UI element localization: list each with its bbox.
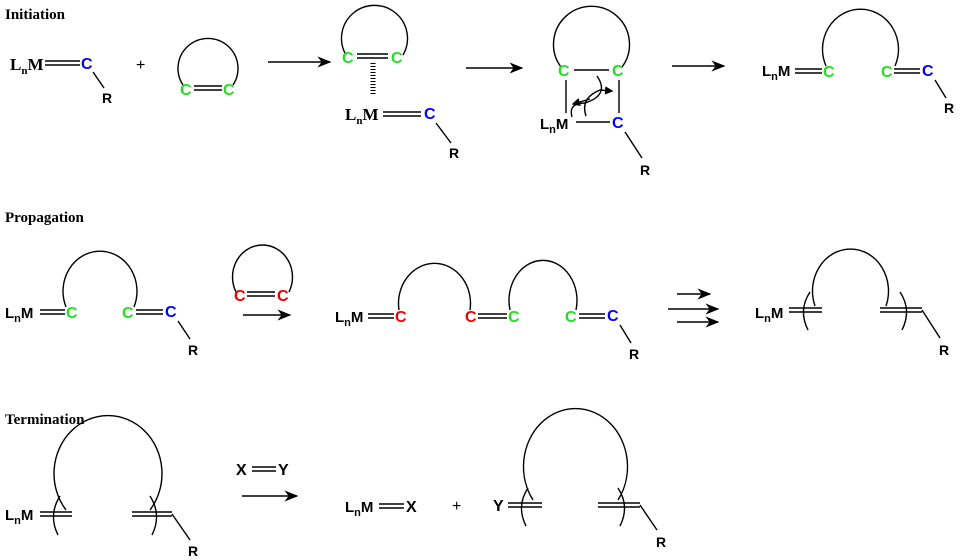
svg-text:C: C	[180, 82, 192, 99]
svg-text:C: C	[607, 308, 619, 325]
svg-text:X: X	[236, 462, 247, 479]
svg-text:LnM: LnM	[345, 499, 373, 519]
svg-text:C: C	[66, 305, 78, 322]
svg-text:R: R	[449, 145, 459, 161]
svg-text:R: R	[656, 534, 666, 550]
svg-text:LnM: LnM	[762, 63, 790, 83]
polymer-carbene: LnM R	[755, 248, 949, 358]
heading-termination: Termination	[5, 412, 85, 428]
svg-text:Y: Y	[493, 498, 504, 515]
svg-text:C: C	[881, 64, 893, 81]
svg-text:C: C	[81, 56, 93, 73]
svg-text:C: C	[465, 309, 477, 326]
bracket-right	[617, 487, 626, 527]
terminated-polymer: Y R	[493, 407, 666, 550]
svg-text:R: R	[629, 346, 639, 362]
svg-text:X: X	[406, 499, 417, 516]
dimer-carbene: LnM C C C C C R	[335, 259, 639, 362]
svg-text:C: C	[565, 309, 577, 326]
svg-text:C: C	[122, 305, 134, 322]
cyclic-olefin: C C	[177, 37, 239, 99]
polymer-carbene-termination: LnM R	[5, 414, 198, 559]
svg-text:C: C	[612, 63, 624, 80]
svg-text:LnM: LnM	[10, 55, 44, 77]
svg-text:C: C	[223, 82, 235, 99]
terminating-agent: X Y	[236, 462, 289, 479]
svg-text:R: R	[944, 100, 954, 116]
multiple-steps-arrows	[668, 288, 720, 328]
svg-text:C: C	[391, 50, 403, 67]
propagating-carbene: LnM C C C R	[5, 250, 198, 358]
svg-text:LnM: LnM	[755, 305, 783, 325]
svg-text:LnM: LnM	[5, 305, 33, 325]
pi-complex: C C LnM C R	[340, 4, 459, 161]
svg-text:C: C	[277, 288, 289, 305]
svg-text:C: C	[165, 304, 177, 321]
heading-propagation: Propagation	[5, 210, 85, 226]
plus-sign: +	[452, 498, 461, 515]
ring-opened-carbene: LnM C C C R	[762, 8, 954, 116]
svg-text:C: C	[424, 106, 436, 123]
svg-text:C: C	[823, 64, 835, 81]
svg-text:Y: Y	[278, 462, 289, 479]
svg-text:C: C	[395, 309, 407, 326]
svg-text:C: C	[508, 309, 520, 326]
monomer-red: C C	[231, 244, 294, 305]
bracket-right	[899, 291, 908, 331]
terminated-catalyst: LnM X	[345, 499, 417, 519]
svg-text:LnM: LnM	[540, 116, 568, 136]
bracket-left	[52, 495, 61, 536]
bracket-left	[802, 291, 811, 331]
plus-sign: +	[136, 57, 145, 74]
svg-text:R: R	[640, 162, 650, 178]
svg-text:R: R	[188, 342, 198, 358]
bracket-left	[520, 487, 529, 527]
svg-text:C: C	[558, 63, 570, 80]
bracket-right	[149, 495, 158, 536]
heading-initiation: Initiation	[5, 7, 66, 23]
svg-text:C: C	[612, 115, 624, 132]
svg-text:C: C	[922, 63, 934, 80]
svg-text:C: C	[234, 288, 246, 305]
svg-text:R: R	[102, 90, 112, 106]
svg-text:R: R	[939, 342, 949, 358]
metallacyclobutane: C C LnM C R	[540, 5, 650, 178]
svg-text:LnM: LnM	[345, 105, 379, 127]
curved-arrow-icon	[570, 75, 603, 118]
curved-arrow-icon	[583, 86, 614, 117]
svg-text:R: R	[188, 543, 198, 559]
svg-text:C: C	[342, 50, 354, 67]
svg-text:LnM: LnM	[5, 507, 33, 527]
catalyst-carbene: LnM C R	[10, 55, 112, 106]
svg-text:LnM: LnM	[335, 309, 363, 329]
